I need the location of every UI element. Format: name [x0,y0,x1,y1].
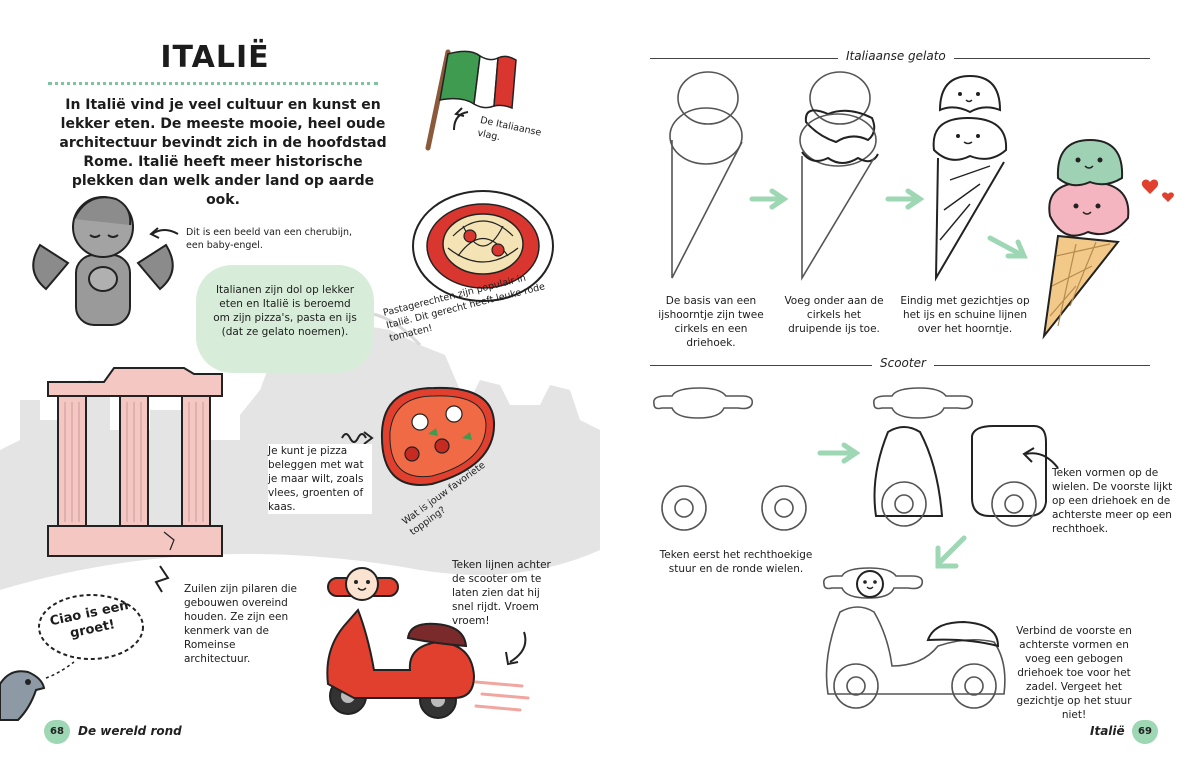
pasta-plate-illustration [412,190,554,302]
gelato-step-1-drawing [669,71,743,279]
step-arrow-icon [987,235,1028,259]
gelato-section-header: Italiaanse gelato [838,49,954,63]
scooter-step-2-drawing [872,387,1047,527]
gelato-step-3-drawing [932,74,1008,282]
page-number: 69 [1132,720,1158,744]
step-arrow-icon [935,535,967,569]
scooter-step-2-text: Teken vormen op de wielen. De voorste li… [1052,467,1173,535]
speed-lines [474,680,530,712]
pigeon-illustration [0,670,46,721]
step-arrow-icon [817,442,861,464]
page-number: 68 [44,720,70,744]
page-title: ITALIË [160,40,270,75]
step-arrow-icon [885,188,925,210]
gelato-step-2-drawing [799,71,879,281]
gelato-step-3-text: Eindig met gezichtjes op het ijs en schu… [900,295,1030,335]
title-underline [48,82,378,85]
arrow-icon [453,107,469,131]
pizza-illustration [380,386,496,486]
scooter-step-1-handlebar [652,387,754,419]
arrow-icon [505,631,527,666]
footer-title: Italië [1090,724,1125,738]
gelato-finished-illustration [1042,138,1130,340]
heart-icon [1141,179,1174,202]
right-page: Italiaanse gelato [600,0,1200,768]
arrow-icon [1022,447,1059,469]
step-arrow-icon [749,188,789,210]
gelato-step-1-text: De basis van een ijshoorntje zijn twee c… [658,295,764,349]
scooter-step-3-text: Verbind de voorste en achterste vormen e… [1016,625,1132,721]
arrow-icon [149,227,179,239]
cherub-statue-illustration [32,196,174,326]
speech-bubble [38,594,144,660]
gelato-step-2-text: Voeg onder aan de cirkels het druipende … [784,295,884,335]
scooter-step-1-text: Teken eerst het rechthoekige stuur en de… [659,549,813,575]
cherub-caption: Dit is een beeld van een cherubijn, een … [186,227,353,251]
columns-caption: Zuilen zijn pilaren die gebouwen overein… [184,582,304,666]
pizza-caption: Je kunt je pizza beleggen met wat je maa… [268,444,372,514]
scooter-illustration [326,567,476,719]
scooter-step-1-wheels [661,485,807,531]
zigzag-arrow-icon [154,565,170,593]
scooter-caption: Teken lijnen achter de scooter om te lat… [452,559,551,627]
scooter-step-3-drawing [822,567,1006,709]
left-page: ITALIË In Italië vind je veel cultuur en… [0,40,600,744]
roman-columns-illustration [47,367,223,557]
squiggle-arrow-icon [341,431,374,445]
dotted-line [45,661,75,679]
scooter-section-header: Scooter [872,356,934,370]
footer-title: De wereld rond [78,724,182,738]
food-info-bubble: Italianen zijn dol op lekker eten en Ita… [196,265,374,373]
italian-flag-icon [425,49,517,151]
intro-text: In Italië vind je veel cultuur en kunst … [59,97,387,208]
